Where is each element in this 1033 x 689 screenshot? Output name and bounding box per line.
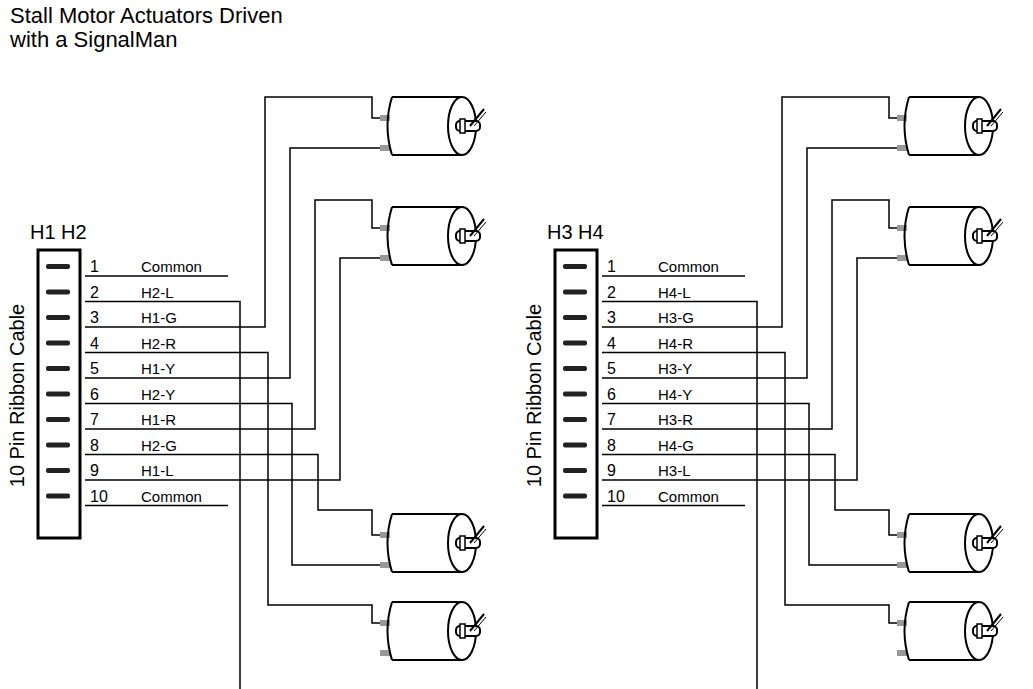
pin-number: 5 — [90, 360, 99, 377]
pin-number: 3 — [607, 309, 616, 326]
signal-name: H1-L — [141, 462, 174, 479]
pin-number: 2 — [607, 284, 616, 301]
cable-label: 10 Pin Ribbon Cable — [527, 303, 544, 486]
signal-name: H4-R — [658, 335, 693, 352]
signal-name: Common — [658, 488, 719, 505]
signal-name: H3-Y — [658, 360, 692, 377]
signal-name: H2-R — [141, 335, 176, 352]
pin-number: 2 — [90, 284, 99, 301]
signal-name: H3-L — [658, 462, 691, 479]
pin-number: 9 — [607, 462, 616, 479]
right-connector-wiring — [555, 97, 1003, 689]
signal-name: Common — [141, 488, 202, 505]
pin-number: 6 — [607, 386, 616, 403]
signal-name: H4-L — [658, 284, 691, 301]
signal-name: H4-Y — [658, 386, 692, 403]
header-label: H3 H4 — [547, 224, 604, 241]
cable-label: 10 Pin Ribbon Cable — [10, 303, 27, 486]
pin-number: 4 — [607, 335, 616, 352]
pin-number: 4 — [90, 335, 99, 352]
signal-name: H2-Y — [141, 386, 175, 403]
signal-name: H3-G — [658, 309, 694, 326]
diagram-title: Stall Motor Actuators Driven with a Sign… — [10, 4, 295, 52]
signal-name: H1-Y — [141, 360, 175, 377]
signal-name: Common — [141, 258, 202, 275]
pin-number: 7 — [90, 411, 99, 428]
signal-name: H1-R — [141, 411, 176, 428]
signal-name: H2-L — [141, 284, 174, 301]
pin-number: 7 — [607, 411, 616, 428]
pin-number: 10 — [90, 488, 108, 505]
left-connector-wiring — [38, 97, 486, 689]
signal-name: H3-R — [658, 411, 693, 428]
signal-name: H1-G — [141, 309, 177, 326]
pin-number: 1 — [90, 258, 99, 275]
pin-number: 9 — [90, 462, 99, 479]
signal-name: Common — [658, 258, 719, 275]
pin-number: 5 — [607, 360, 616, 377]
pin-number: 10 — [607, 488, 625, 505]
signal-name: H4-G — [658, 437, 694, 454]
pin-number: 8 — [90, 437, 99, 454]
header-label: H1 H2 — [30, 224, 87, 241]
pin-number: 6 — [90, 386, 99, 403]
pin-number: 3 — [90, 309, 99, 326]
pin-number: 1 — [607, 258, 616, 275]
pin-number: 8 — [607, 437, 616, 454]
signal-name: H2-G — [141, 437, 177, 454]
